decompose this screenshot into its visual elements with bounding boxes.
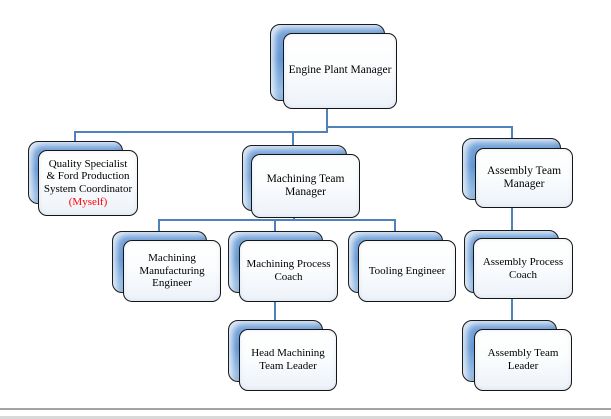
connector-level2-bar-left	[74, 131, 328, 133]
connector-atm-to-assembly-process-coach	[511, 205, 513, 231]
connector-to-quality-specialist	[74, 131, 76, 142]
org-node-machining-team-manager: Machining Team Manager	[251, 154, 360, 218]
connector-epm-down	[326, 109, 328, 133]
org-node-assembly-process-coach: Assembly Process Coach	[473, 238, 573, 299]
connector-apc-to-assembly-team-leader	[511, 298, 513, 322]
connector-to-machining-team-manager	[292, 131, 294, 146]
node-label: Quality Specialist & Ford Production Sys…	[43, 157, 133, 196]
org-node-tooling-engineer: Tooling Engineer	[358, 240, 456, 302]
org-node-head-machining-team-leader: Head Machining Team Leader	[239, 329, 337, 391]
page-rule-line	[0, 408, 611, 410]
connector-to-tooling-engineer	[394, 219, 396, 232]
node-label: Machining Manufacturing Engineer	[139, 251, 205, 290]
node-label: Machining Process Coach	[246, 258, 331, 283]
org-node-assembly-team-leader: Assembly Team Leader	[474, 329, 572, 391]
node-label: Head Machining Team Leader	[251, 347, 325, 372]
node-label: Machining Team Manager	[266, 172, 345, 198]
org-node-quality-specialist: Quality Specialist & Ford Production Sys…	[38, 150, 138, 216]
node-label: Tooling Engineer	[368, 264, 446, 277]
connector-to-assembly-team-manager	[511, 126, 513, 139]
connector-to-machining-process-coach	[274, 219, 276, 232]
connector-level3-bar	[158, 219, 396, 221]
node-label: Assembly Team Leader	[487, 347, 559, 372]
node-label: Engine Plant Manager	[288, 64, 392, 77]
org-node-machining-process-coach: Machining Process Coach	[239, 240, 338, 302]
org-node-machining-manufacturing-engineer: Machining Manufacturing Engineer	[123, 240, 221, 302]
node-label: Assembly Team Manager	[486, 164, 562, 190]
node-label: Assembly Process Coach	[482, 255, 564, 281]
connector-mpc-to-head-machining-team-leader	[274, 300, 276, 321]
connector-to-machining-manufacturing-engineer	[158, 219, 160, 232]
org-node-assembly-team-manager: Assembly Team Manager	[475, 148, 573, 208]
page-bottom-strip	[0, 416, 611, 419]
connector-level2-bar-right	[326, 126, 513, 128]
org-node-engine-plant-manager: Engine Plant Manager	[283, 33, 397, 109]
node-note-myself: (Myself)	[68, 195, 108, 208]
